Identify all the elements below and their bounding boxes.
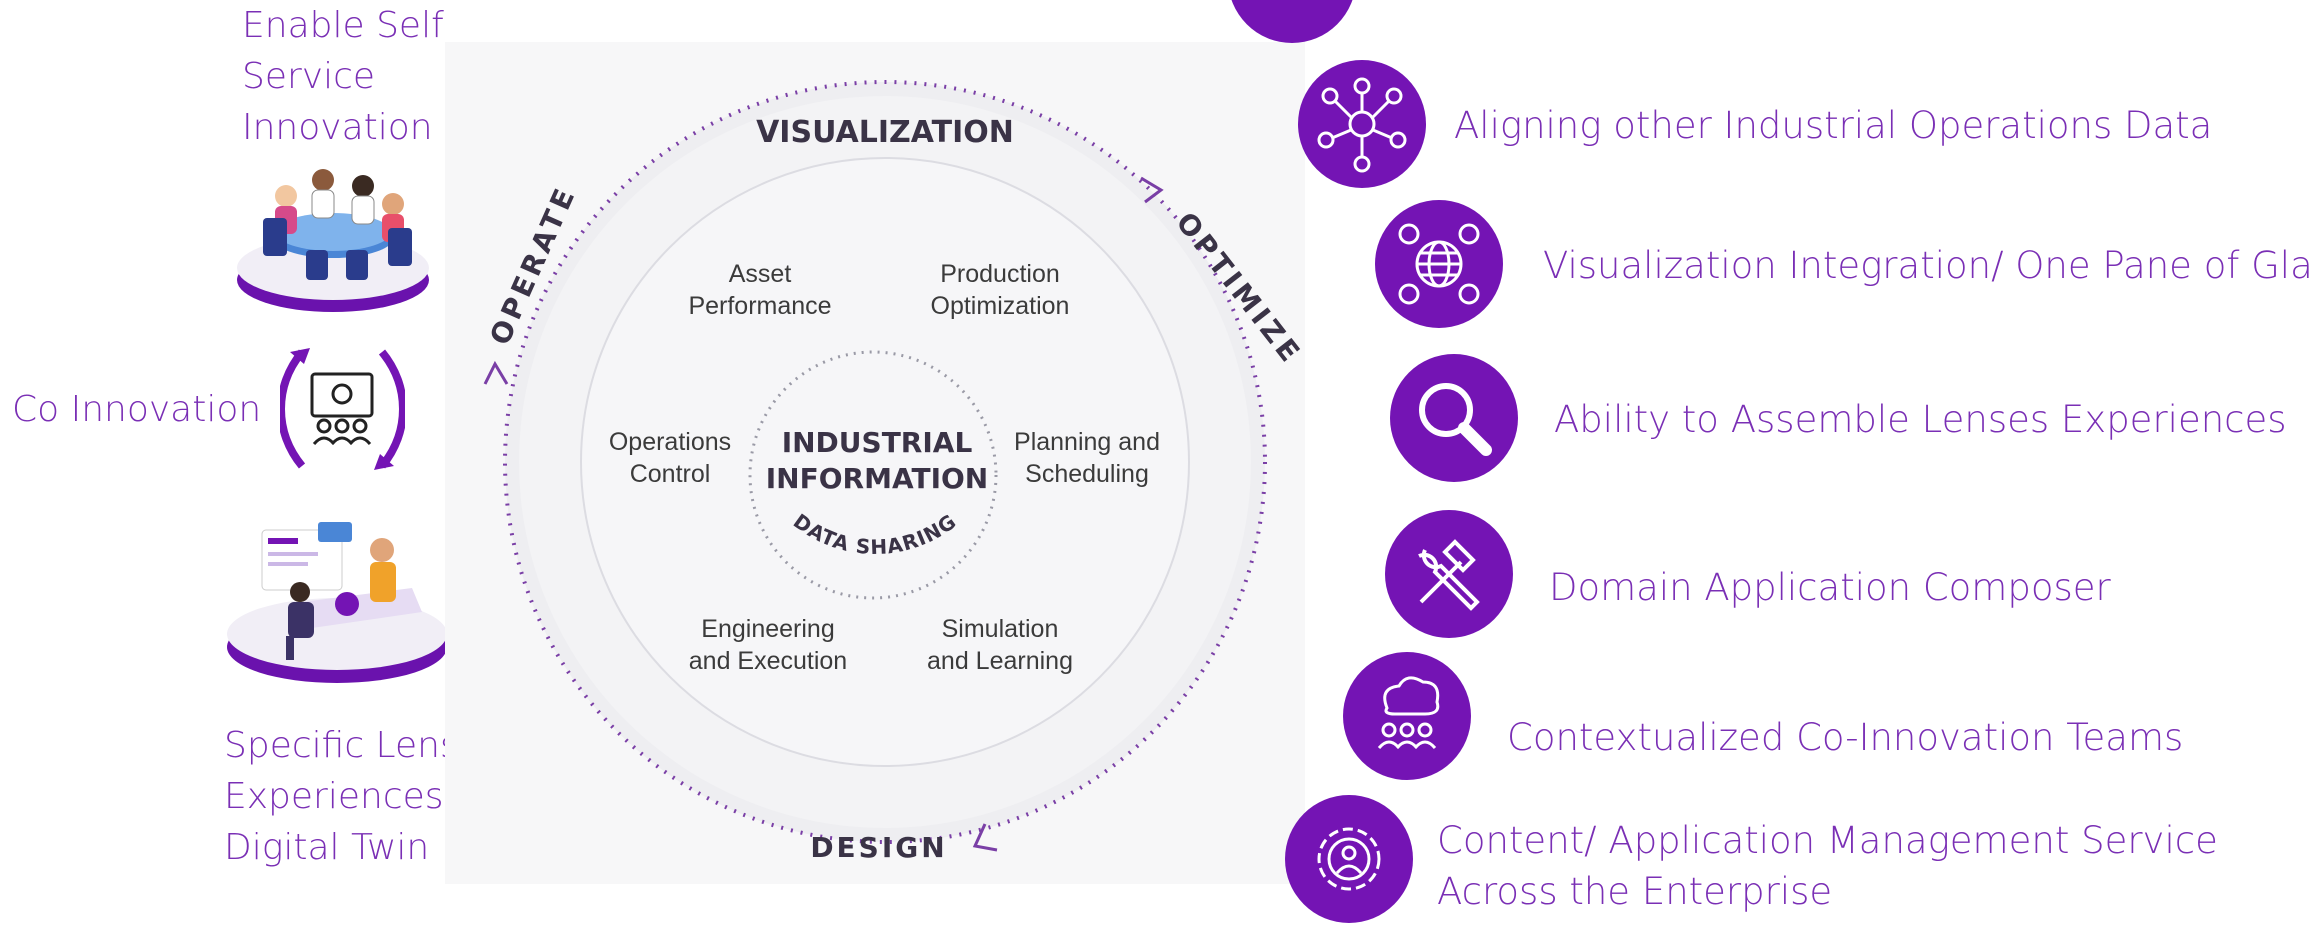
co-innovation-label: Co Innovation xyxy=(12,389,262,430)
engineering-line1: Engineering xyxy=(701,615,834,643)
feature-label: Ability to Assemble Lenses Experiences xyxy=(1554,398,2287,441)
feature-label: Contextualized Co-Innovation Teams xyxy=(1507,716,2184,759)
feature-row-lenses: Ability to Assemble Lenses Experiences xyxy=(1390,354,2290,484)
feature-row-content-management: Content/ Application Management Service … xyxy=(1285,795,2285,923)
globe-users-icon xyxy=(1375,200,1503,328)
magnifier-icon xyxy=(1390,354,1518,482)
production-line1: Production xyxy=(940,260,1060,288)
asset-line1: Asset xyxy=(729,260,792,288)
design-arrow-icon xyxy=(972,823,998,852)
operate-arrow-icon xyxy=(483,360,509,385)
center-line1: INDUSTRIAL xyxy=(782,426,973,459)
design-label: DESIGN xyxy=(810,831,947,864)
operations-line2: Control xyxy=(630,460,711,488)
feature-row-composer: Domain Application Composer xyxy=(1385,510,2285,640)
simulation-line1: Simulation xyxy=(942,615,1059,643)
engineering-line2: and Execution xyxy=(689,647,847,675)
feature-label: Aligning other Industrial Operations Dat… xyxy=(1454,104,2213,147)
feature-label: Visualization Integration/ One Pane of G… xyxy=(1543,244,2315,287)
top-partial-circle-icon xyxy=(1228,0,1356,43)
feature-row-visualization: Visualization Integration/ One Pane of G… xyxy=(1375,200,2315,330)
optimize-arrow-icon xyxy=(1140,176,1164,204)
production-line2: Optimization xyxy=(931,292,1070,320)
industrial-information-diagram: VISUALIZATION DESIGN OPERATE OPTIMIZE As… xyxy=(483,80,1309,864)
planning-line2: Scheduling xyxy=(1025,460,1149,488)
co-innovation-icon xyxy=(280,348,405,470)
feature-label: Content/ Application Management Service xyxy=(1437,819,2218,862)
tools-icon xyxy=(1385,510,1513,638)
feature-row-teams: Contextualized Co-Innovation Teams xyxy=(1343,652,2243,782)
design-desk-illustration xyxy=(227,522,447,683)
visualization-label: VISUALIZATION xyxy=(756,115,1014,150)
diagram-panel: VISUALIZATION DESIGN OPERATE OPTIMIZE As… xyxy=(445,42,1309,884)
simulation-line2: and Learning xyxy=(927,647,1073,675)
team-idea-icon xyxy=(1343,652,1471,780)
planning-line1: Planning and xyxy=(1014,428,1160,456)
feature-label: Domain Application Composer xyxy=(1549,566,2111,609)
self-service-label: Enable Self Service Innovation xyxy=(242,5,444,148)
gear-person-icon xyxy=(1285,795,1413,923)
center-line2: INFORMATION xyxy=(766,462,988,495)
network-icon xyxy=(1298,60,1426,188)
feature-row-operations-data: Aligning other Industrial Operations Dat… xyxy=(1298,60,2212,190)
team-meeting-illustration xyxy=(237,169,429,312)
asset-line2: Performance xyxy=(688,292,831,320)
operations-line1: Operations xyxy=(609,428,731,456)
feature-label-line2: Across the Enterprise xyxy=(1437,870,1833,913)
